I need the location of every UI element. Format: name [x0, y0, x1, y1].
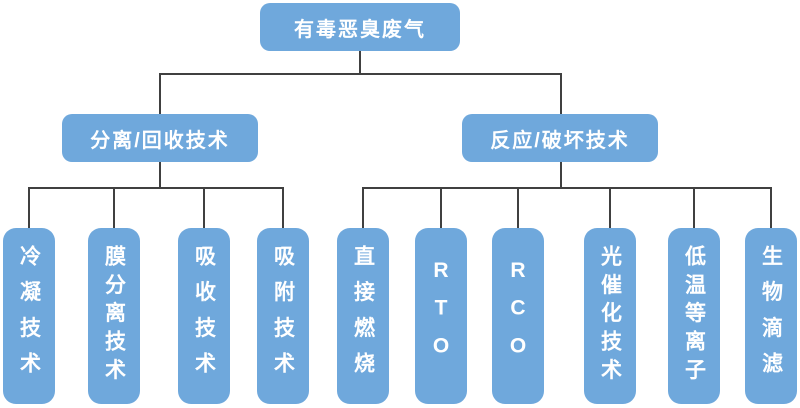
leaf-node-photocatalysis: 光催化技术 [584, 228, 636, 404]
connector-line [159, 162, 161, 188]
connector-line [693, 188, 695, 228]
connector-line [159, 74, 161, 114]
leaf-node-rco: RCO [492, 228, 544, 404]
leaf-node-label: 光催化技术 [598, 245, 622, 387]
connector-line [28, 188, 30, 228]
leaf-node-label: 膜分离技术 [102, 245, 126, 387]
branch-node-label: 反应/破坏技术 [490, 129, 630, 152]
leaf-node-adsorption: 吸附技术 [257, 228, 309, 404]
connector-line [359, 51, 361, 74]
branch-node-label: 分离/回收技术 [90, 129, 230, 152]
connector-line [362, 187, 772, 189]
branch-node-reaction-destruction: 反应/破坏技术 [462, 114, 658, 162]
leaf-node-low-temp-plasma: 低温等离子 [668, 228, 720, 404]
leaf-node-bio-trickling-filtration: 生物滴滤 [745, 228, 797, 404]
connector-line [517, 188, 519, 228]
leaf-node-label: 直接燃烧 [351, 244, 375, 388]
connector-line [282, 188, 284, 228]
leaf-node-rto: RTO [415, 228, 467, 404]
connector-line [159, 73, 562, 75]
leaf-node-condensation: 冷凝技术 [3, 228, 55, 404]
connector-line [770, 188, 772, 228]
leaf-node-label: RCO [506, 259, 530, 373]
connector-line [560, 74, 562, 114]
connector-line [203, 188, 205, 228]
leaf-node-membrane-separation: 膜分离技术 [88, 228, 140, 404]
leaf-node-label: 吸收技术 [192, 244, 216, 388]
leaf-node-label: RTO [429, 259, 453, 373]
leaf-node-label: 吸附技术 [271, 244, 295, 388]
connector-line [560, 162, 562, 188]
root-node-label: 有毒恶臭废气 [294, 18, 426, 41]
root-node: 有毒恶臭废气 [260, 3, 460, 51]
connector-line [609, 188, 611, 228]
branch-node-separation-recovery: 分离/回收技术 [62, 114, 258, 162]
leaf-node-label: 冷凝技术 [17, 244, 41, 388]
connector-line [440, 188, 442, 228]
leaf-node-label: 生物滴滤 [759, 244, 783, 388]
leaf-node-direct-combustion: 直接燃烧 [337, 228, 389, 404]
leaf-node-absorption: 吸收技术 [178, 228, 230, 404]
connector-line [28, 187, 284, 189]
connector-line [362, 188, 364, 228]
leaf-node-label: 低温等离子 [682, 245, 706, 387]
connector-line [113, 188, 115, 228]
